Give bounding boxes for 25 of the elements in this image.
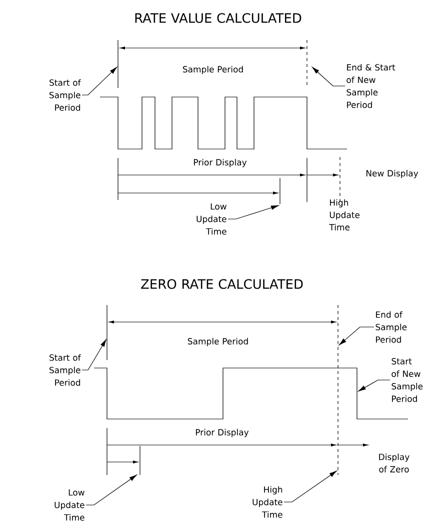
leader-line <box>82 66 117 96</box>
period-label: Sample Period <box>182 66 243 74</box>
display-label: Prior Display <box>194 158 247 168</box>
callout-text: Start of Sample Period <box>50 79 81 111</box>
callout-text: Start of Sample Period <box>50 354 81 386</box>
display-label: New Display <box>366 170 418 178</box>
display-label: Prior Display <box>196 428 249 438</box>
period-label: Sample Period <box>188 338 248 346</box>
section-title: ZERO RATE CALCULATED <box>141 279 303 289</box>
callout-text: Low Update Time <box>54 489 84 521</box>
section-title: RATE VALUE CALCULATED <box>135 13 302 23</box>
display-label: Display of Zero <box>379 454 410 472</box>
leader-line <box>284 470 337 502</box>
leader-line <box>339 326 374 346</box>
callout-text: End & Start of New Sample Period <box>346 64 396 108</box>
callout-text: High Update Time <box>252 486 282 518</box>
callout-text: Start of New Sample Period <box>392 358 423 402</box>
leader-line <box>86 474 137 506</box>
leader-line <box>358 380 390 392</box>
leader-line <box>82 339 106 370</box>
callout-text: Low Update Time <box>196 203 226 235</box>
leader-line <box>228 205 279 220</box>
callout-text: End of Sample Period <box>376 311 407 343</box>
leader-line <box>312 66 346 86</box>
update-time-label: High Update Time <box>329 199 360 230</box>
